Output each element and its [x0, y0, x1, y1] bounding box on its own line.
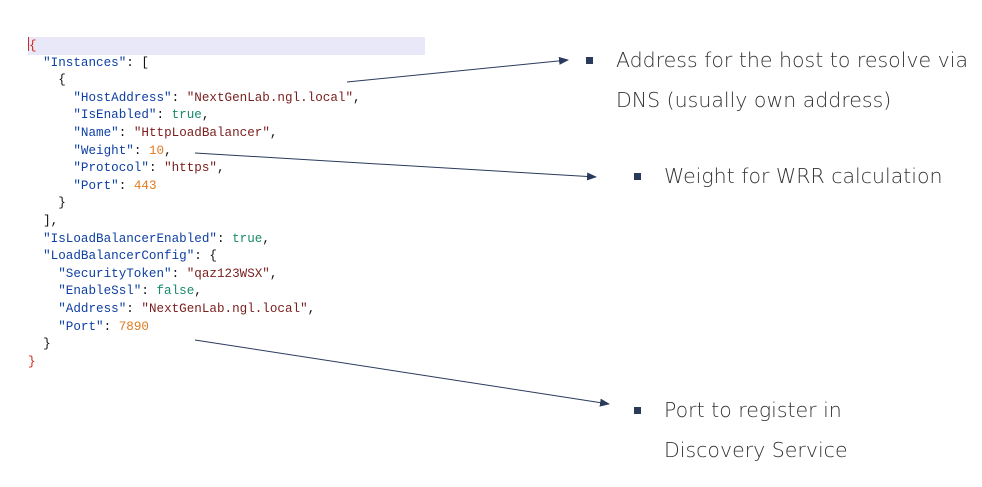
json-string-value: "HttpLoadBalancer" — [133, 125, 270, 140]
json-key: "Name" — [73, 125, 119, 140]
json-string-value: "NextGenLab.ngl.local" — [186, 90, 353, 105]
annotation-weight: Weight for WRR calculation — [634, 156, 943, 196]
arrow-port — [194, 339, 610, 407]
json-key: "IsLoadBalancerEnabled" — [43, 231, 217, 246]
code-punctuation: , — [216, 161, 225, 176]
code-punctuation: } — [28, 337, 51, 352]
code-line: "EnableSsl": false, — [28, 283, 425, 301]
annotation-host-address-line2: DNS (usually own address) — [616, 88, 892, 112]
json-key: "HostAddress" — [73, 90, 172, 105]
code-punctuation: , — [164, 143, 172, 158]
json-string-value: "NextGenLab.ngl.local" — [141, 301, 308, 316]
json-key: "Instances" — [43, 55, 127, 70]
code-punctuation: ], — [28, 213, 59, 228]
text-cursor — [28, 37, 29, 51]
code-line: "IsLoadBalancerEnabled": true, — [28, 231, 425, 249]
code-line: "SecurityToken": "qaz123WSX", — [28, 266, 425, 284]
code-punctuation: : — [148, 161, 165, 176]
code-punctuation: , — [269, 266, 278, 281]
arrow-host-address — [346, 56, 569, 83]
code-line: "Weight": 10, — [28, 143, 425, 161]
json-string-value: "https" — [164, 161, 217, 176]
code-punctuation: : — [216, 231, 233, 246]
code-line: { — [28, 37, 425, 55]
code-punctuation: { — [28, 73, 66, 88]
json-boolean-value: true — [232, 231, 263, 246]
annotation-weight-line1: Weight for WRR calculation — [664, 164, 943, 188]
json-number-value: 7890 — [118, 319, 149, 334]
code-line: "Protocol": "https", — [28, 160, 425, 178]
annotation-port: Port to register in Discovery Service — [634, 390, 848, 470]
bullet-icon — [634, 407, 641, 414]
code-line: ], — [28, 213, 425, 231]
json-key: "IsEnabled" — [73, 108, 157, 123]
code-line: "Port": 443 — [28, 178, 425, 196]
code-punctuation: , — [353, 90, 361, 105]
json-string-value: "qaz123WSX" — [186, 266, 270, 281]
arrow-weight — [194, 152, 597, 181]
code-punctuation: , — [262, 231, 270, 246]
code-punctuation: : [ — [126, 55, 149, 70]
code-line: "IsEnabled": true, — [28, 107, 425, 125]
code-line: "Port": 7890 — [28, 319, 425, 337]
code-punctuation: } — [28, 196, 66, 211]
code-punctuation: , — [307, 301, 316, 316]
code-line: { — [28, 72, 425, 90]
json-key: "Weight" — [73, 143, 134, 158]
json-key: "EnableSsl" — [58, 284, 142, 299]
json-key: "Address" — [58, 301, 127, 316]
code-punctuation: : — [156, 108, 172, 123]
json-key: "Port" — [58, 319, 104, 334]
annotation-port-line2: Discovery Service — [664, 438, 848, 462]
code-line: } — [28, 336, 425, 354]
code-line: } — [28, 354, 425, 372]
json-boolean-value: false — [156, 284, 195, 299]
json-boolean-value: true — [171, 108, 202, 123]
code-punctuation: : — [118, 178, 134, 193]
code-punctuation: , — [269, 125, 278, 140]
code-line: "Instances": [ — [28, 55, 425, 73]
code-line: "LoadBalancerConfig": { — [28, 248, 425, 266]
code-punctuation: : — [133, 143, 149, 158]
json-number-value: 443 — [133, 178, 157, 193]
json-key: "SecurityToken" — [58, 266, 172, 281]
code-punctuation: } — [28, 354, 36, 369]
json-number-value: 10 — [148, 143, 165, 158]
json-key: "LoadBalancerConfig" — [43, 249, 195, 264]
annotation-host-address: Address for the host to resolve via DNS … — [586, 40, 968, 120]
code-line: "Address": "NextGenLab.ngl.local", — [28, 301, 425, 319]
json-key: "Port" — [73, 178, 119, 193]
code-punctuation: , — [201, 108, 210, 123]
code-punctuation: : { — [194, 249, 217, 264]
code-punctuation: : — [126, 301, 142, 316]
code-line: } — [28, 195, 425, 213]
annotation-host-address-line1: Address for the host to resolve via — [616, 48, 969, 72]
code-punctuation: : — [171, 90, 187, 105]
code-line: "Name": "HttpLoadBalancer", — [28, 125, 425, 143]
json-key: "Protocol" — [73, 161, 149, 176]
code-punctuation: : — [103, 319, 119, 334]
code-punctuation: { — [29, 39, 37, 53]
code-punctuation: : — [171, 266, 187, 281]
code-punctuation: , — [194, 284, 202, 299]
bullet-icon — [586, 57, 593, 64]
code-punctuation: : — [118, 125, 134, 140]
json-config-code: { "Instances": [ { "HostAddress": "NextG… — [28, 37, 425, 371]
code-line: "HostAddress": "NextGenLab.ngl.local", — [28, 90, 425, 108]
annotation-port-line1: Port to register in — [664, 398, 842, 422]
bullet-icon — [634, 173, 641, 180]
code-punctuation: : — [141, 284, 157, 299]
